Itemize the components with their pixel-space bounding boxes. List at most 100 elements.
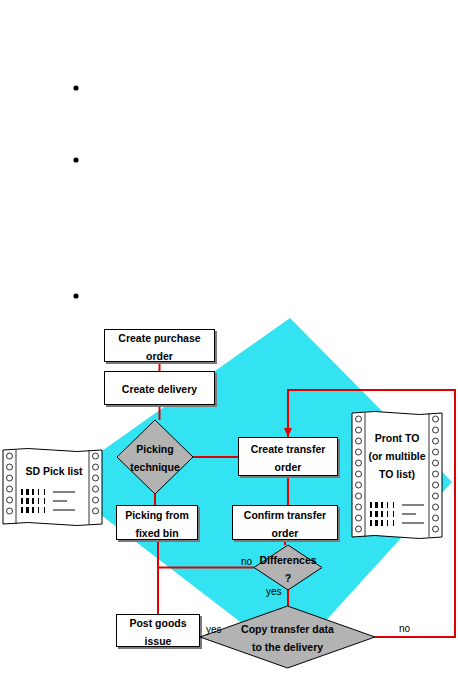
print-dash bbox=[53, 492, 75, 493]
diamond-shape bbox=[117, 420, 193, 494]
node-label: Create transfer order bbox=[251, 443, 326, 473]
tractor-hole bbox=[7, 464, 13, 470]
tractor-hole bbox=[93, 453, 99, 459]
cyan-diamond-backdrop bbox=[58, 318, 452, 660]
perforation-line bbox=[89, 450, 90, 524]
tractor-hole bbox=[356, 449, 362, 455]
flow-connector bbox=[154, 494, 156, 505]
diamond-outline bbox=[200, 606, 375, 668]
node-label: Differences ? bbox=[259, 554, 316, 584]
text-wrap: Create delivery bbox=[119, 379, 200, 397]
tractor-hole bbox=[433, 471, 439, 477]
print-dash bbox=[402, 514, 416, 515]
diamond-shape bbox=[254, 545, 322, 590]
barcode-bar bbox=[44, 507, 45, 513]
barcode-bar bbox=[387, 511, 388, 517]
barcode-bar bbox=[21, 498, 23, 504]
edge-label: yes bbox=[266, 586, 282, 597]
tractor-hole bbox=[7, 475, 13, 481]
barcode-bar bbox=[44, 489, 45, 495]
tractor-hole bbox=[93, 508, 99, 514]
text-wrap: Differences ? bbox=[254, 545, 322, 590]
tractor-hole bbox=[433, 504, 439, 510]
tractor-hole bbox=[356, 427, 362, 433]
tractor-hole bbox=[356, 471, 362, 477]
text-inner: Differences ? bbox=[256, 550, 320, 586]
tractor-hole bbox=[433, 482, 439, 488]
barcode-bar bbox=[370, 520, 372, 526]
text-wrap: Pront TO (or multible TO list) bbox=[368, 428, 426, 482]
tractor-hole bbox=[7, 486, 13, 492]
barcode-bar bbox=[26, 507, 29, 513]
text-wrap: Confirm transfer order bbox=[233, 505, 337, 541]
flow-connector bbox=[287, 476, 289, 505]
process-box: Create delivery bbox=[104, 371, 215, 405]
barcode-bar bbox=[21, 489, 23, 495]
tractor-hole bbox=[356, 460, 362, 466]
barcode-bar bbox=[375, 511, 378, 517]
node-label: Confirm transfer order bbox=[244, 509, 326, 539]
print-dash bbox=[53, 501, 67, 502]
process-box: Picking from fixed bin bbox=[116, 505, 198, 540]
tractor-hole bbox=[93, 464, 99, 470]
barcode-bar bbox=[44, 498, 45, 504]
print-dash bbox=[53, 510, 75, 511]
tractor-hole bbox=[93, 475, 99, 481]
edge-label: yes bbox=[206, 624, 222, 635]
barcode-bar bbox=[38, 507, 39, 513]
flow-connector bbox=[157, 540, 159, 614]
text-wrap: Create purchase order bbox=[105, 328, 214, 364]
barcode-bar bbox=[387, 502, 388, 508]
flow-connector bbox=[159, 405, 161, 420]
tractor-hole bbox=[356, 515, 362, 521]
barcode-bar bbox=[387, 520, 388, 526]
node-label: SD Pick list bbox=[25, 465, 82, 477]
tractor-hole bbox=[433, 460, 439, 466]
tractor-hole bbox=[7, 508, 13, 514]
node-label: Create delivery bbox=[122, 383, 197, 395]
tractor-hole bbox=[356, 493, 362, 499]
barcode-bar bbox=[375, 502, 378, 508]
barcode-bar bbox=[32, 489, 34, 495]
barcode-bar bbox=[26, 489, 29, 495]
barcode-bar bbox=[381, 511, 383, 517]
print-dash bbox=[402, 505, 424, 506]
bullet bbox=[73, 293, 78, 298]
node-label: Post goods issue bbox=[129, 617, 186, 647]
node-label: Pront TO (or multible TO list) bbox=[368, 432, 425, 480]
text-wrap: Create transfer order bbox=[239, 439, 337, 475]
barcode-bar bbox=[370, 502, 372, 508]
process-box: Create purchase order bbox=[104, 329, 215, 362]
edge-label: no bbox=[241, 556, 252, 567]
bullet bbox=[73, 157, 78, 162]
barcode-bar bbox=[38, 498, 39, 504]
text-wrap: Post goods issue bbox=[117, 613, 199, 649]
tractor-hole bbox=[433, 427, 439, 433]
text-inner: Picking technique bbox=[125, 439, 185, 475]
process-box: Create transfer order bbox=[238, 437, 338, 476]
barcode-bar bbox=[381, 520, 383, 526]
text-wrap: Copy transfer data to the delivery bbox=[200, 606, 375, 668]
flow-connector bbox=[193, 456, 238, 458]
paper-sheet bbox=[352, 412, 442, 539]
flow-connector bbox=[287, 590, 289, 606]
tractor-hole bbox=[356, 438, 362, 444]
tractor-hole bbox=[433, 449, 439, 455]
barcode-bar bbox=[32, 498, 34, 504]
diamond-shape bbox=[200, 606, 375, 668]
node-label: Picking from fixed bin bbox=[125, 509, 189, 539]
text-wrap: SD Pick list bbox=[21, 461, 87, 479]
barcode-bar bbox=[393, 520, 394, 526]
tractor-hole bbox=[356, 504, 362, 510]
bullet bbox=[73, 85, 78, 90]
tractor-hole bbox=[433, 438, 439, 444]
tractor-hole bbox=[7, 497, 13, 503]
edge-label: no bbox=[399, 623, 410, 634]
text-wrap: Picking technique bbox=[117, 420, 193, 494]
tractor-hole bbox=[7, 453, 13, 459]
flow-connector bbox=[284, 540, 286, 545]
tractor-hole bbox=[356, 416, 362, 422]
barcode-bar bbox=[375, 520, 378, 526]
